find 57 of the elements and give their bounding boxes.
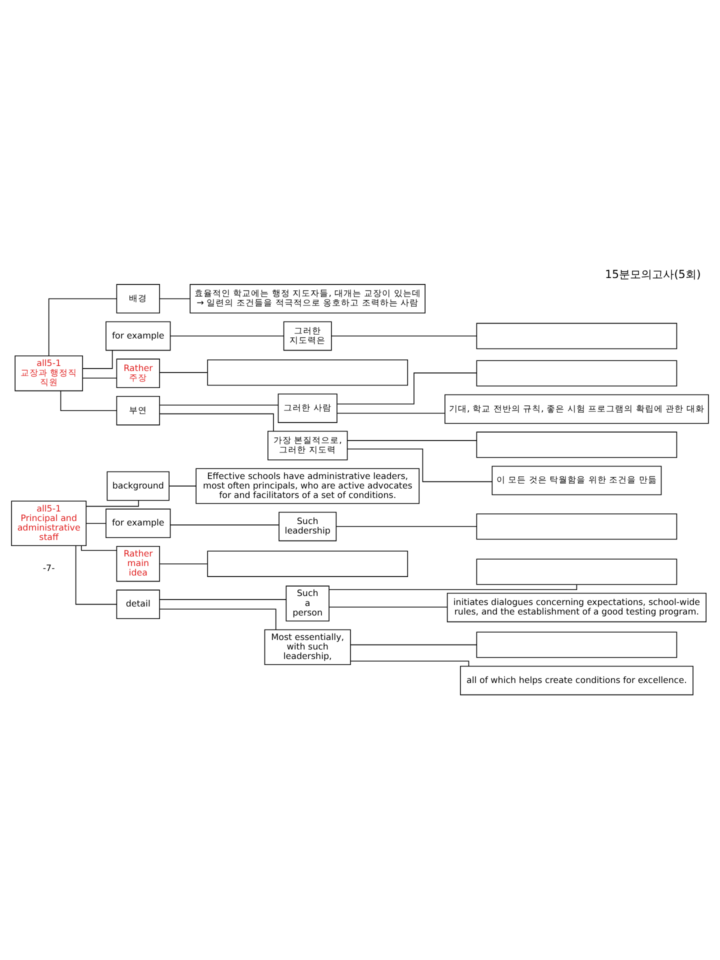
connector	[168, 485, 196, 486]
connector	[170, 335, 284, 336]
connector	[82, 377, 117, 378]
node-box	[476, 558, 678, 584]
node-box: Rather main idea	[116, 545, 160, 582]
connector	[48, 298, 117, 356]
node-box	[207, 358, 408, 386]
connector	[159, 608, 276, 630]
node-box	[476, 322, 678, 349]
connector	[336, 372, 478, 404]
node-box	[207, 550, 408, 576]
connector	[86, 522, 106, 524]
node-box: 그러한 지도력은	[283, 320, 332, 350]
node-box: for example	[106, 320, 171, 350]
node-box: Most essentially, with such leadership,	[264, 628, 351, 665]
node-box: 이 모든 것은 탁월함을 위한 조건을 만듦	[492, 465, 662, 495]
connector	[347, 448, 492, 482]
connector	[159, 298, 190, 299]
node-box	[476, 431, 678, 458]
connector	[60, 390, 117, 411]
node-box: 기대, 학교 전반의 규칙, 좋은 시험 프로그램의 확립에 관한 대화	[444, 394, 709, 424]
connector	[170, 524, 280, 525]
node-box: 효율적인 학교에는 행정 지도자들, 대개는 교장이 있는데 → 일련의 조건들을 적극적으로 옹호하고 조력하는 사람	[190, 284, 426, 313]
connector	[82, 350, 113, 368]
connector	[328, 584, 578, 590]
connector	[336, 412, 446, 414]
node-box: 그러한 사람	[278, 393, 338, 422]
node-box: Such leadership	[278, 511, 337, 541]
node-box: 부연	[116, 395, 160, 425]
connector	[86, 500, 139, 506]
connector	[75, 544, 118, 604]
label: -7-	[42, 563, 55, 574]
node-box: Effective schools have administrative leaders, most often principals, who are active advocates for and facilitators of a set of conditions.	[196, 468, 420, 504]
node-box	[476, 512, 678, 540]
connector	[159, 404, 278, 405]
node-box	[476, 360, 678, 386]
node-box: initiates dialogues concerning expectations, school-wide rules, and the establishment of a good testing program.	[446, 592, 706, 622]
connector	[159, 412, 274, 432]
node-box: all of which helps create conditions for excellence.	[460, 665, 694, 695]
node-box: all5-1 교장과 행정직 직원	[14, 354, 83, 391]
node-box: all5-1 Principal and administrative staff	[11, 500, 87, 546]
node-box: detail	[116, 589, 160, 619]
node-box: 배경	[116, 284, 160, 313]
node-box: for example	[106, 508, 171, 538]
connector	[80, 544, 118, 550]
connector	[350, 644, 478, 645]
node-box: background	[106, 470, 170, 500]
connector	[350, 660, 470, 666]
node-box: Such a person	[286, 585, 330, 621]
node-box	[476, 631, 678, 658]
connector	[328, 606, 448, 607]
diagram-title: 15분모의고사(5회)	[604, 268, 701, 281]
connector	[159, 598, 286, 600]
connector	[159, 562, 208, 564]
connector	[331, 335, 478, 336]
node-box: Rather 주장	[116, 358, 160, 388]
node-box: 가장 본질적으로, 그러한 지도력	[268, 430, 348, 460]
